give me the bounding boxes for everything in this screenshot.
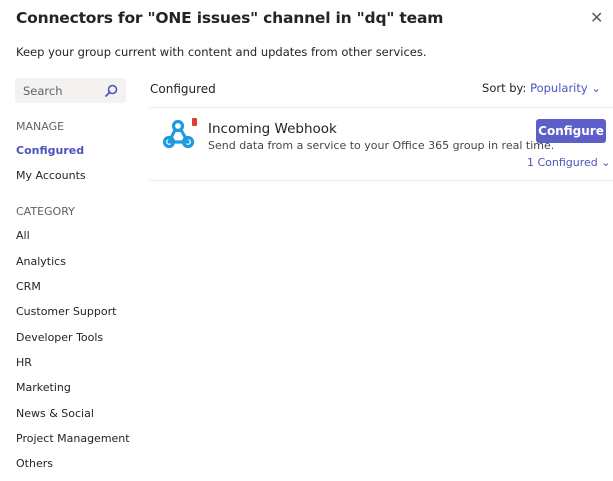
category-developer-tools[interactable]: Developer Tools (16, 331, 104, 344)
sidebar-item-configured[interactable]: Configured (16, 144, 85, 157)
sort-value: Popularity (530, 81, 588, 95)
search-placeholder: Search (23, 83, 63, 98)
configure-button[interactable]: Configure (536, 119, 606, 143)
category-marketing[interactable]: Marketing (16, 381, 71, 394)
close-icon[interactable]: ✕ (590, 8, 604, 27)
dialog-title: Connectors for "ONE issues" channel in "… (16, 9, 444, 27)
dialog-subtitle: Keep your group current with content and… (16, 45, 427, 59)
category-heading: CATEGORY (16, 205, 75, 218)
sort-dropdown[interactable]: Sort by: Popularity ⌄ (482, 81, 601, 95)
manage-heading: MANAGE (16, 120, 65, 133)
category-crm[interactable]: CRM (16, 280, 41, 293)
category-all[interactable]: All (16, 229, 30, 242)
section-heading: Configured (150, 82, 216, 96)
category-analytics[interactable]: Analytics (16, 255, 66, 268)
category-news-social[interactable]: News & Social (16, 407, 94, 420)
category-customer-support[interactable]: Customer Support (16, 305, 117, 318)
configured-count: 1 Configured (527, 156, 598, 169)
category-project-management[interactable]: Project Management (16, 432, 130, 445)
search-input[interactable]: Search (15, 78, 126, 103)
connector-description: Send data from a service to your Office … (208, 139, 555, 152)
webhook-icon (163, 118, 197, 149)
chevron-down-icon: ⌄ (601, 156, 611, 169)
connector-card: Incoming Webhook Send data from a servic… (149, 107, 613, 181)
sort-label: Sort by: (482, 81, 527, 95)
search-icon[interactable] (104, 84, 118, 98)
configured-count-dropdown[interactable]: 1 Configured ⌄ (527, 156, 611, 169)
chevron-down-icon: ⌄ (591, 81, 601, 95)
sidebar-item-my-accounts[interactable]: My Accounts (16, 169, 86, 182)
connector-name: Incoming Webhook (208, 121, 337, 137)
category-others[interactable]: Others (16, 457, 53, 470)
category-hr[interactable]: HR (16, 356, 32, 369)
